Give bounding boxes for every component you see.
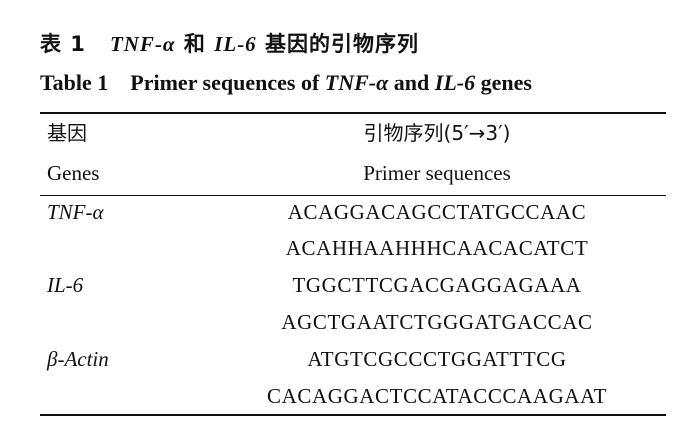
header-primer-chinese: 引物序列(5′→3′) — [363, 121, 511, 145]
table-caption-english: Table 1 Primer sequences of TNF-α and IL-… — [40, 70, 532, 96]
sequence-cell: ACAHHAAHHHCAACACATCT — [285, 236, 589, 260]
header-genes-chinese: 基因 — [47, 121, 87, 145]
header-genes-english: Genes — [47, 161, 100, 185]
caption-text: 和 — [175, 32, 215, 56]
sequence-cell: ACAGGACAGCCTATGCCAAC — [287, 200, 587, 224]
sequence-cell: AGCTGAATCTGGGATGACCAC — [281, 310, 593, 334]
sequence-cell: CACAGGACTCCATACCCAAGAAT — [267, 384, 607, 408]
caption-text: and — [388, 70, 435, 95]
gene-name-il6: IL-6 — [434, 70, 476, 95]
gene-name-tnf: TNF-α — [324, 70, 389, 95]
table-label-english: Table 1 — [40, 70, 109, 95]
sequence-cell: TGGCTTCGACGAGGAGAAA — [292, 273, 582, 297]
gene-cell: TNF-α — [47, 200, 104, 224]
table-caption-chinese: 表 1 TNF-α 和 IL-6 基因的引物序列 — [40, 28, 419, 58]
header-primer-english: Primer sequences — [363, 161, 511, 185]
gene-cell: IL-6 — [47, 273, 84, 297]
sequence-cell: ATGTCGCCCTGGATTTCG — [307, 347, 567, 371]
gene-name-tnf: TNF-α — [109, 32, 176, 56]
table-header-rule — [40, 195, 666, 196]
caption-text: genes — [475, 70, 532, 95]
table-label-chinese: 表 1 — [40, 32, 86, 56]
caption-text: 基因的引物序列 — [256, 32, 419, 56]
gene-cell: β-Actin — [47, 347, 109, 371]
caption-text: Primer sequences of — [130, 70, 325, 95]
table-top-rule — [40, 112, 666, 114]
table-bottom-rule — [40, 414, 666, 416]
gene-name-il6: IL-6 — [214, 32, 257, 56]
